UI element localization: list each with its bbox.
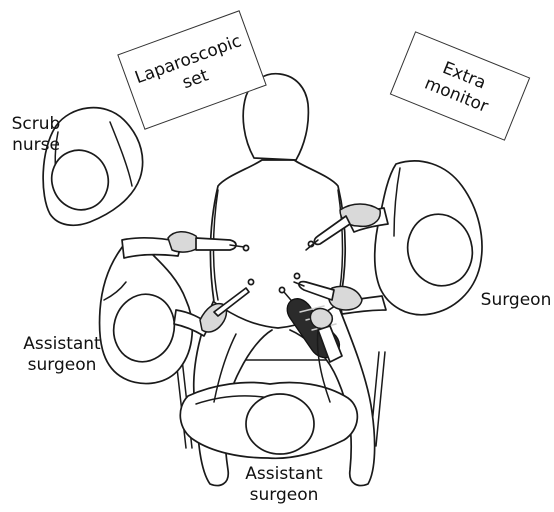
assistant-bottom-label-line1: Assistant xyxy=(228,464,340,485)
scrub-nurse-label: Scrub nurse xyxy=(2,114,70,156)
surgeon-label: Surgeon xyxy=(478,290,554,311)
assistant-left-label-line2: surgeon xyxy=(6,355,118,376)
scrub-nurse-label-line2: nurse xyxy=(2,135,70,156)
scrub-nurse-label-line1: Scrub xyxy=(2,114,70,135)
assistant-bottom-label-line2: surgeon xyxy=(228,485,340,506)
assistant-surgeon-left-label: Assistant surgeon xyxy=(6,334,118,376)
assistant-surgeon-bottom-label: Assistant surgeon xyxy=(228,464,340,506)
assistant-left-label-line1: Assistant xyxy=(6,334,118,355)
